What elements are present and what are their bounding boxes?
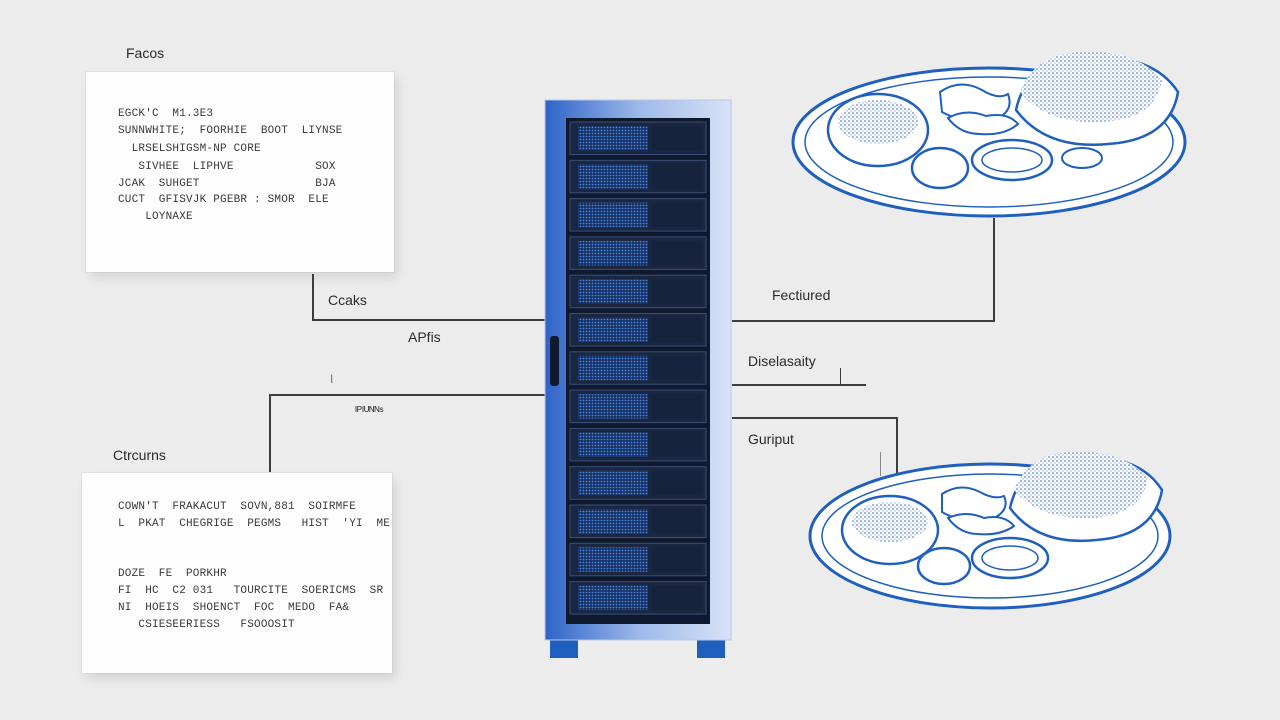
top-card-title: Facos: [126, 45, 165, 61]
connector-right-lower-vertical: [896, 417, 898, 473]
connector-label-ccaks: Ccaks: [328, 292, 367, 308]
bottom-card-line: DOZE FE PORKHR: [118, 568, 227, 580]
connector-right-middle-horizontal: [732, 384, 866, 386]
bottom-info-card: COWN'T FRAKACUT SOVN,881 SOIRMFE L PKAT …: [82, 473, 392, 673]
top-card-line: LOYNAXE: [118, 211, 193, 223]
top-card-line: SIVHEE LIPHVE SOX: [118, 161, 336, 173]
server-unit: [569, 466, 707, 500]
server-unit: [569, 389, 707, 424]
connector-label-apfis: APfis: [408, 329, 441, 345]
connector-label-inputs: ᴵᴾᴵᵁᴺᴺˢ: [355, 404, 384, 418]
food-plate-icon: [791, 51, 1187, 218]
server-unit: [569, 121, 707, 155]
server-unit: [569, 159, 707, 194]
connector-right-lower-horizontal: [732, 417, 898, 419]
bottom-card-line: CSIESEERIESS FSOOOSIT: [118, 619, 309, 631]
top-info-card: EGCK'C M1.3E3 SUNNWHITE; FOORHIE BOOT LI…: [86, 72, 394, 272]
connector-right-middle-tick: [840, 368, 841, 384]
connector-left-upper-vertical: [312, 274, 314, 320]
top-card-line: CUCT GFISVJK PGEBR : SMOR ELE: [118, 194, 329, 206]
bottom-card-line: COWN'T FRAKACUT SOVN,881 SOIRMFE: [118, 501, 357, 513]
food-plate-icon: [808, 451, 1172, 610]
top-card-line: JCAK SUHGET BJA: [118, 178, 336, 190]
connector-right-lower-mark: [880, 452, 881, 476]
server-unit: [569, 198, 707, 232]
server-unit: [569, 427, 707, 462]
connector-left-lower-horizontal: [269, 394, 546, 396]
connector-label-diselasaity: Diselasaity: [748, 353, 816, 369]
top-card-line: SUNNWHITE; FOORHIE BOOT LIYNSE: [118, 125, 343, 137]
connector-label-mark: I: [330, 372, 334, 386]
bottom-card-line: NI HOEIS SHOENCT FOC MEDO FA&: [118, 602, 350, 614]
top-card-line: LRSELSHIGSM-NP CORE: [118, 143, 261, 155]
connector-left-upper-horizontal: [312, 319, 546, 321]
server-unit: [569, 274, 707, 309]
server-unit: [569, 351, 707, 385]
bottom-card-title: Ctrcurns: [113, 447, 166, 463]
bottom-card-line: FI HC C2 031 TOURCITE SOERICMS SR: [118, 585, 384, 597]
server-unit: [569, 504, 707, 538]
server-unit: [569, 236, 707, 270]
connector-label-features: Fectiured: [772, 287, 831, 303]
server-unit: [569, 542, 707, 577]
connector-right-upper-horizontal: [732, 320, 995, 322]
connector-left-lower-vertical: [269, 394, 271, 472]
server-rack-icon: [544, 99, 732, 658]
server-unit: [569, 313, 707, 347]
bottom-card-line: L PKAT CHEGRIGE PEGMS HIST 'YI ME: [118, 518, 391, 530]
connector-label-output: Guriput: [748, 431, 794, 447]
connector-right-upper-vertical: [993, 218, 995, 322]
server-unit: [569, 581, 707, 615]
top-card-line: EGCK'C M1.3E3: [118, 108, 214, 120]
